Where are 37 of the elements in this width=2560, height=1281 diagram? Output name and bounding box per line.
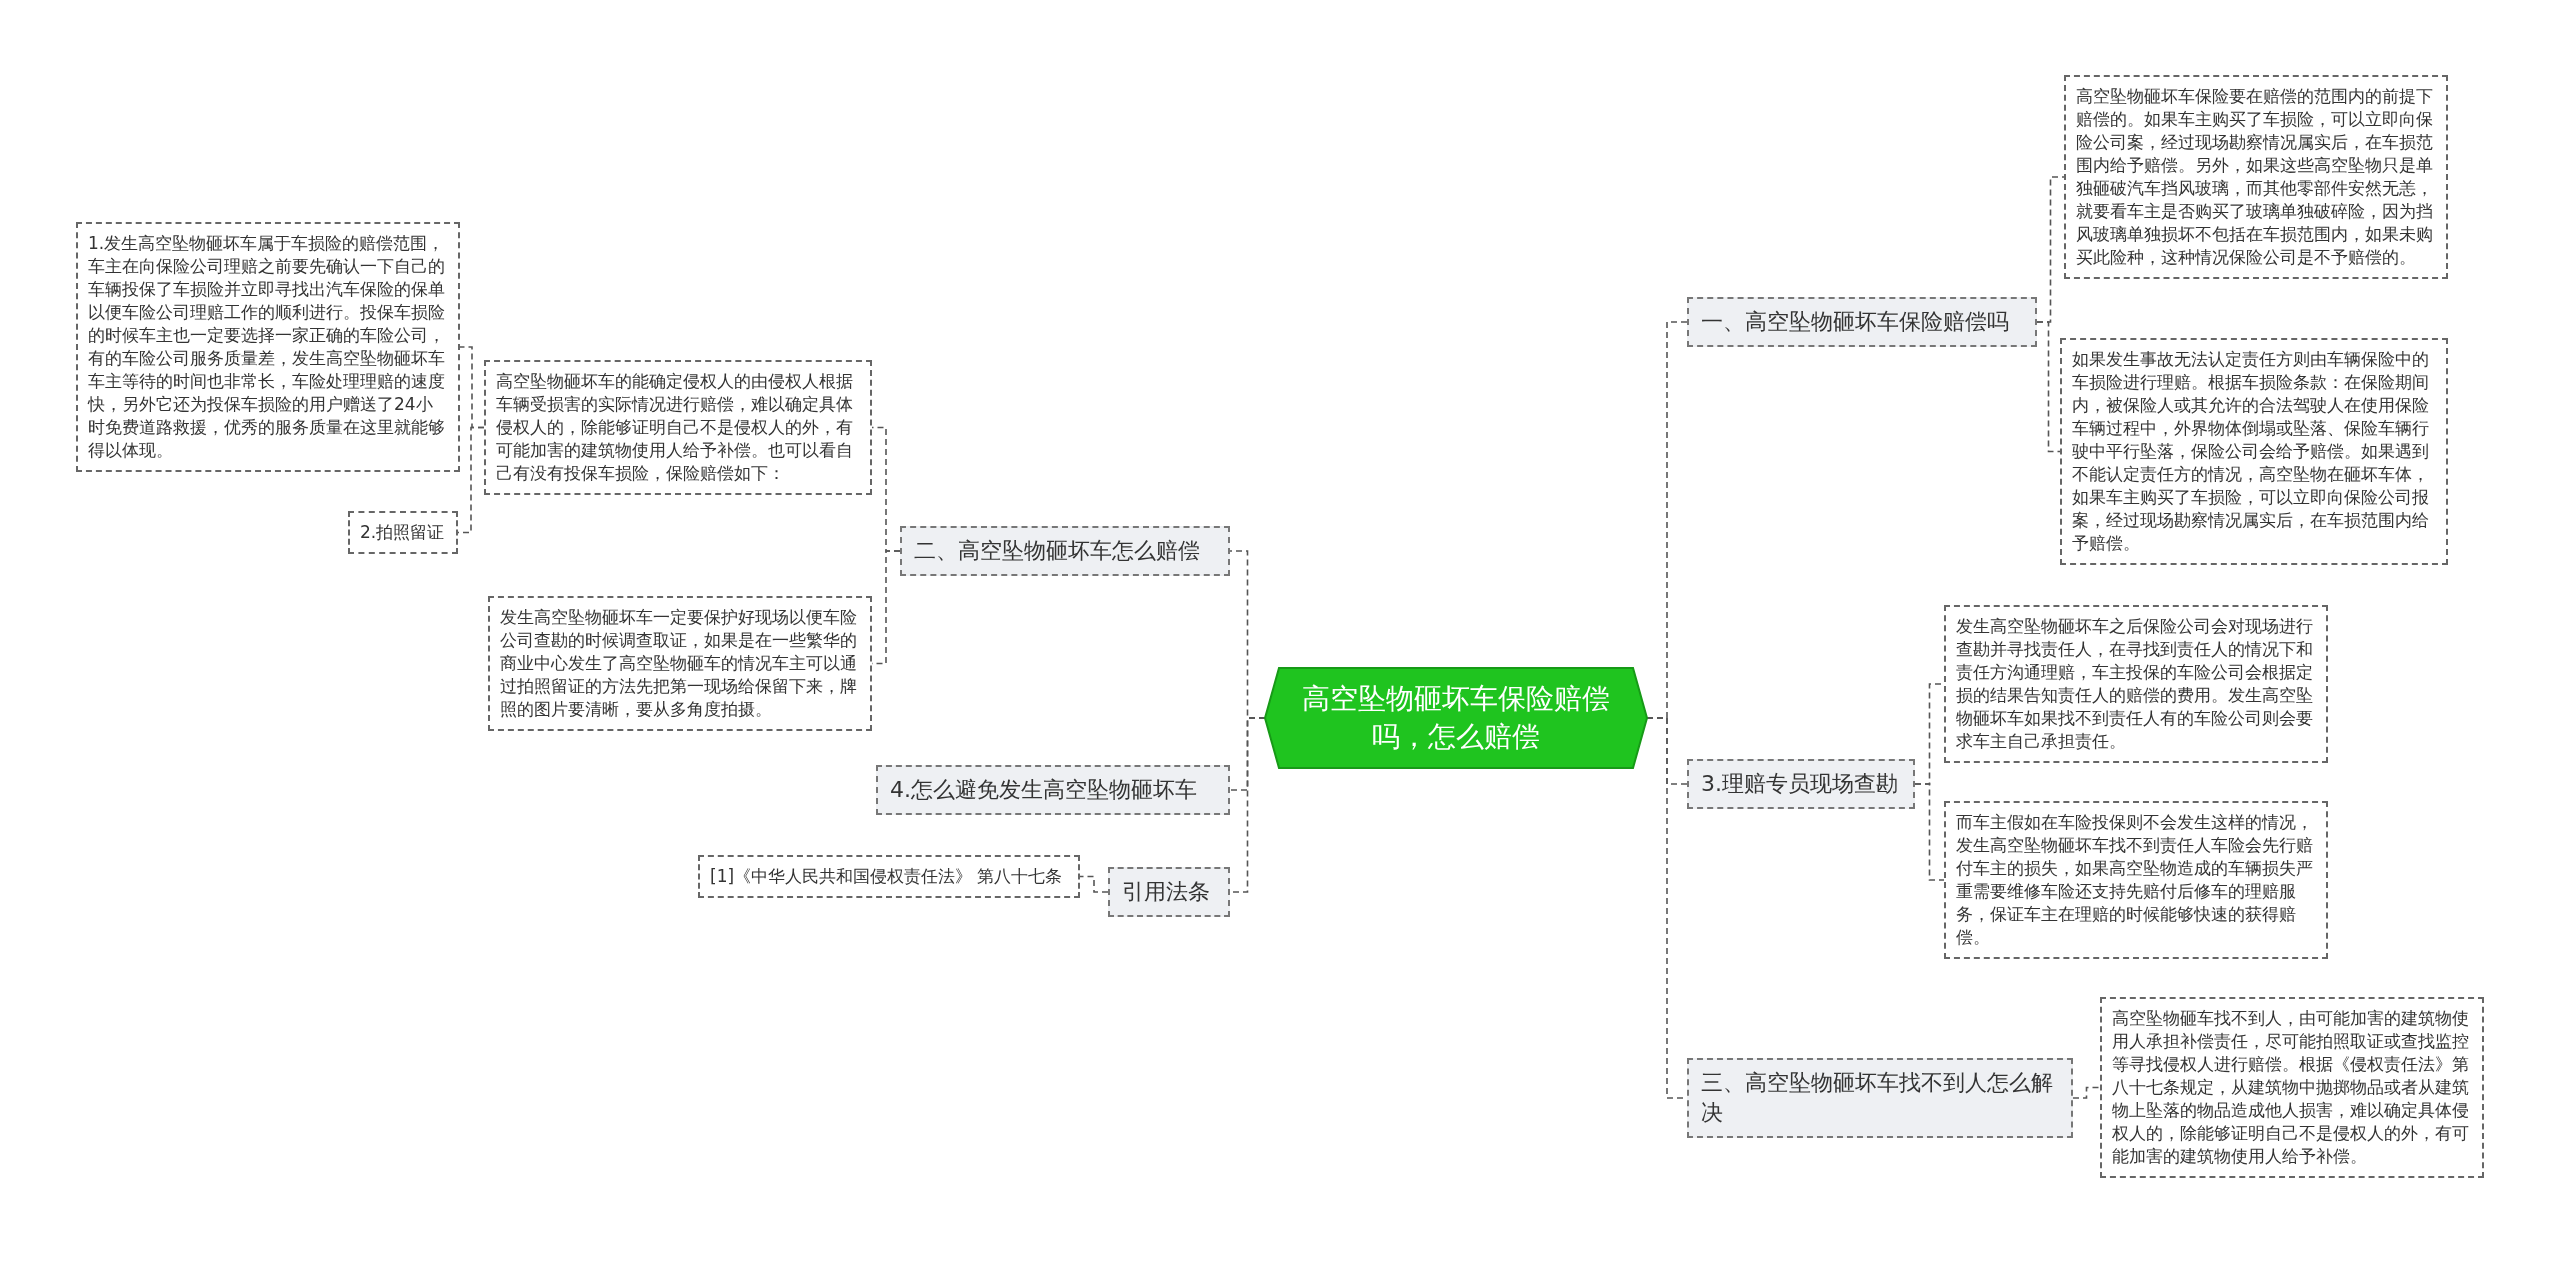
note-box	[2100, 997, 2484, 1178]
topic-box	[1687, 297, 2037, 347]
connector-line	[2036, 321, 2061, 453]
note-box	[698, 855, 1080, 898]
note-box	[1944, 801, 2328, 959]
topic-box	[900, 526, 1230, 576]
note-box	[2060, 338, 2448, 565]
topic-label: 4.怎么避免发生高空坠物砸坏车	[890, 776, 1198, 804]
topic-label: 三、高空坠物砸坏车找不到人怎么解决	[1701, 1069, 2054, 1127]
note-box	[2064, 75, 2448, 279]
connector-line	[1079, 875, 1109, 893]
note-text: 而车主假如在车险投保则不会发生这样的情况，发生高空坠物砸坏车找不到责任人车险会先行赔付车主的损失，如果高空坠物造成的车辆损失严重需要维修车险还支持先赔付后修车的理赔服务，保证车主在理赔的时候能够快速的获得赔偿。	[1956, 811, 2314, 949]
note-text: 1.发生高空坠物砸坏车属于车损险的赔偿范围，车主在向保险公司理赔之前要先确认一下自己的车辆投保了车损险并立即寻找出汽车保险的保单以便车险公司理赔工作的顺利进行。投保车损险的时候车主也一定要选择一家正确的车险公司，有的车险公司服务质量差，发生高空坠物砸坏车车主等待的时间也非常长，车险处理理赔的速度快，另外它还为投保车损险的用户赠送了24小时免费道路救援，优秀的服务质量在这里就能够得以体现。	[88, 232, 446, 462]
connector-line	[2072, 1086, 2101, 1099]
topic-box	[876, 765, 1230, 815]
note-text: 发生高空坠物砸坏车之后保险公司会对现场进行查勘并寻找责任人，在寻找到责任人的情况下和责任方沟通理赔，车主投保的车险公司会根据定损的结果告知责任人的赔偿的费用。发生高空坠物砸坏车如果找不到责任人有的车险公司则会要求车主自己承担责任。	[1956, 615, 2314, 753]
central-topic	[1265, 668, 1647, 768]
connector-line	[1914, 783, 1945, 881]
note-text: 2.拍照留证	[360, 521, 446, 544]
topic-label: 引用法条	[1122, 878, 1211, 906]
note-box	[484, 360, 872, 495]
note-text: 高空坠物砸坏车的能确定侵权人的由侵权人根据车辆受损害的实际情况进行赔偿，难以确定具体侵权人的，除能够证明自己不是侵权人的外，有可能加害的建筑物使用人给予补偿。也可以看自己有没有投保车损险，保险赔偿如下：	[496, 370, 854, 485]
topic-box	[1687, 759, 1915, 809]
topic-label: 二、高空坠物砸坏车怎么赔偿	[914, 537, 1201, 565]
note-text: 高空坠物砸车找不到人，由可能加害的建筑物使用人承担补偿责任，尽可能拍照取证或查找监控等寻找侵权人进行赔偿。根据《侵权责任法》第八十七条规定，从建筑物中抛掷物品或者从建筑物上坠落的物品造成他人损害，难以确定具体侵权人的，除能够证明自己不是侵权人的外，有可能加害的建筑物使用人给予补偿。	[2112, 1007, 2470, 1168]
topic-box	[1687, 1058, 2073, 1138]
note-box	[488, 596, 872, 731]
note-box	[348, 511, 458, 554]
topic-label: 一、高空坠物砸坏车保险赔偿吗	[1701, 308, 2010, 336]
note-text: 如果发生事故无法认定责任方则由车辆保险中的车损险进行理赔。根据车损险条款：在保险期间内，被保险人或其允许的合法驾驶人在使用保险车辆过程中，外界物体倒塌或坠落、保险车辆行驶中平行坠落，保险公司会给予赔偿。如果遇到不能认定责任方的情况，高空坠物在砸坏车体，如果车主购买了车损险，可以立即向保险公司报案，经过现场勘察情况属实后，在车损范围内给予赔偿。	[2072, 348, 2430, 555]
topic-label: 高空坠物砸坏车保险赔偿吗，怎么赔偿	[1301, 681, 1611, 755]
note-text: 高空坠物砸坏车保险要在赔偿的范围内的前提下赔偿的。如果车主购买了车损险，可以立即向保险公司案，经过现场勘察情况属实后，在车损范围内给予赔偿。另外，如果这些高空坠物只是单独砸破汽车挡风玻璃，而其他零部件安然无恙，就要看车主是否购买了玻璃单独破碎险，因为挡风玻璃单独损坏不包括在车损范围内，如果未购买此险种，这种情况保险公司是不予赔偿的。	[2076, 85, 2434, 269]
topic-label: 3.理赔专员现场查勘	[1701, 770, 1899, 798]
note-box	[1944, 605, 2328, 763]
topic-box	[1108, 867, 1230, 917]
note-text: 发生高空坠物砸坏车一定要保护好现场以便车险公司查勘的时候调查取证，如果是在一些繁华的商业中心发生了高空坠物砸车的情况车主可以通过拍照留证的方法先把第一现场给保留下来，牌照的图片要清晰，要从多角度拍摄。	[500, 606, 858, 721]
note-text: [1]《中华人民共和国侵权责任法》 第八十七条	[710, 865, 1064, 888]
